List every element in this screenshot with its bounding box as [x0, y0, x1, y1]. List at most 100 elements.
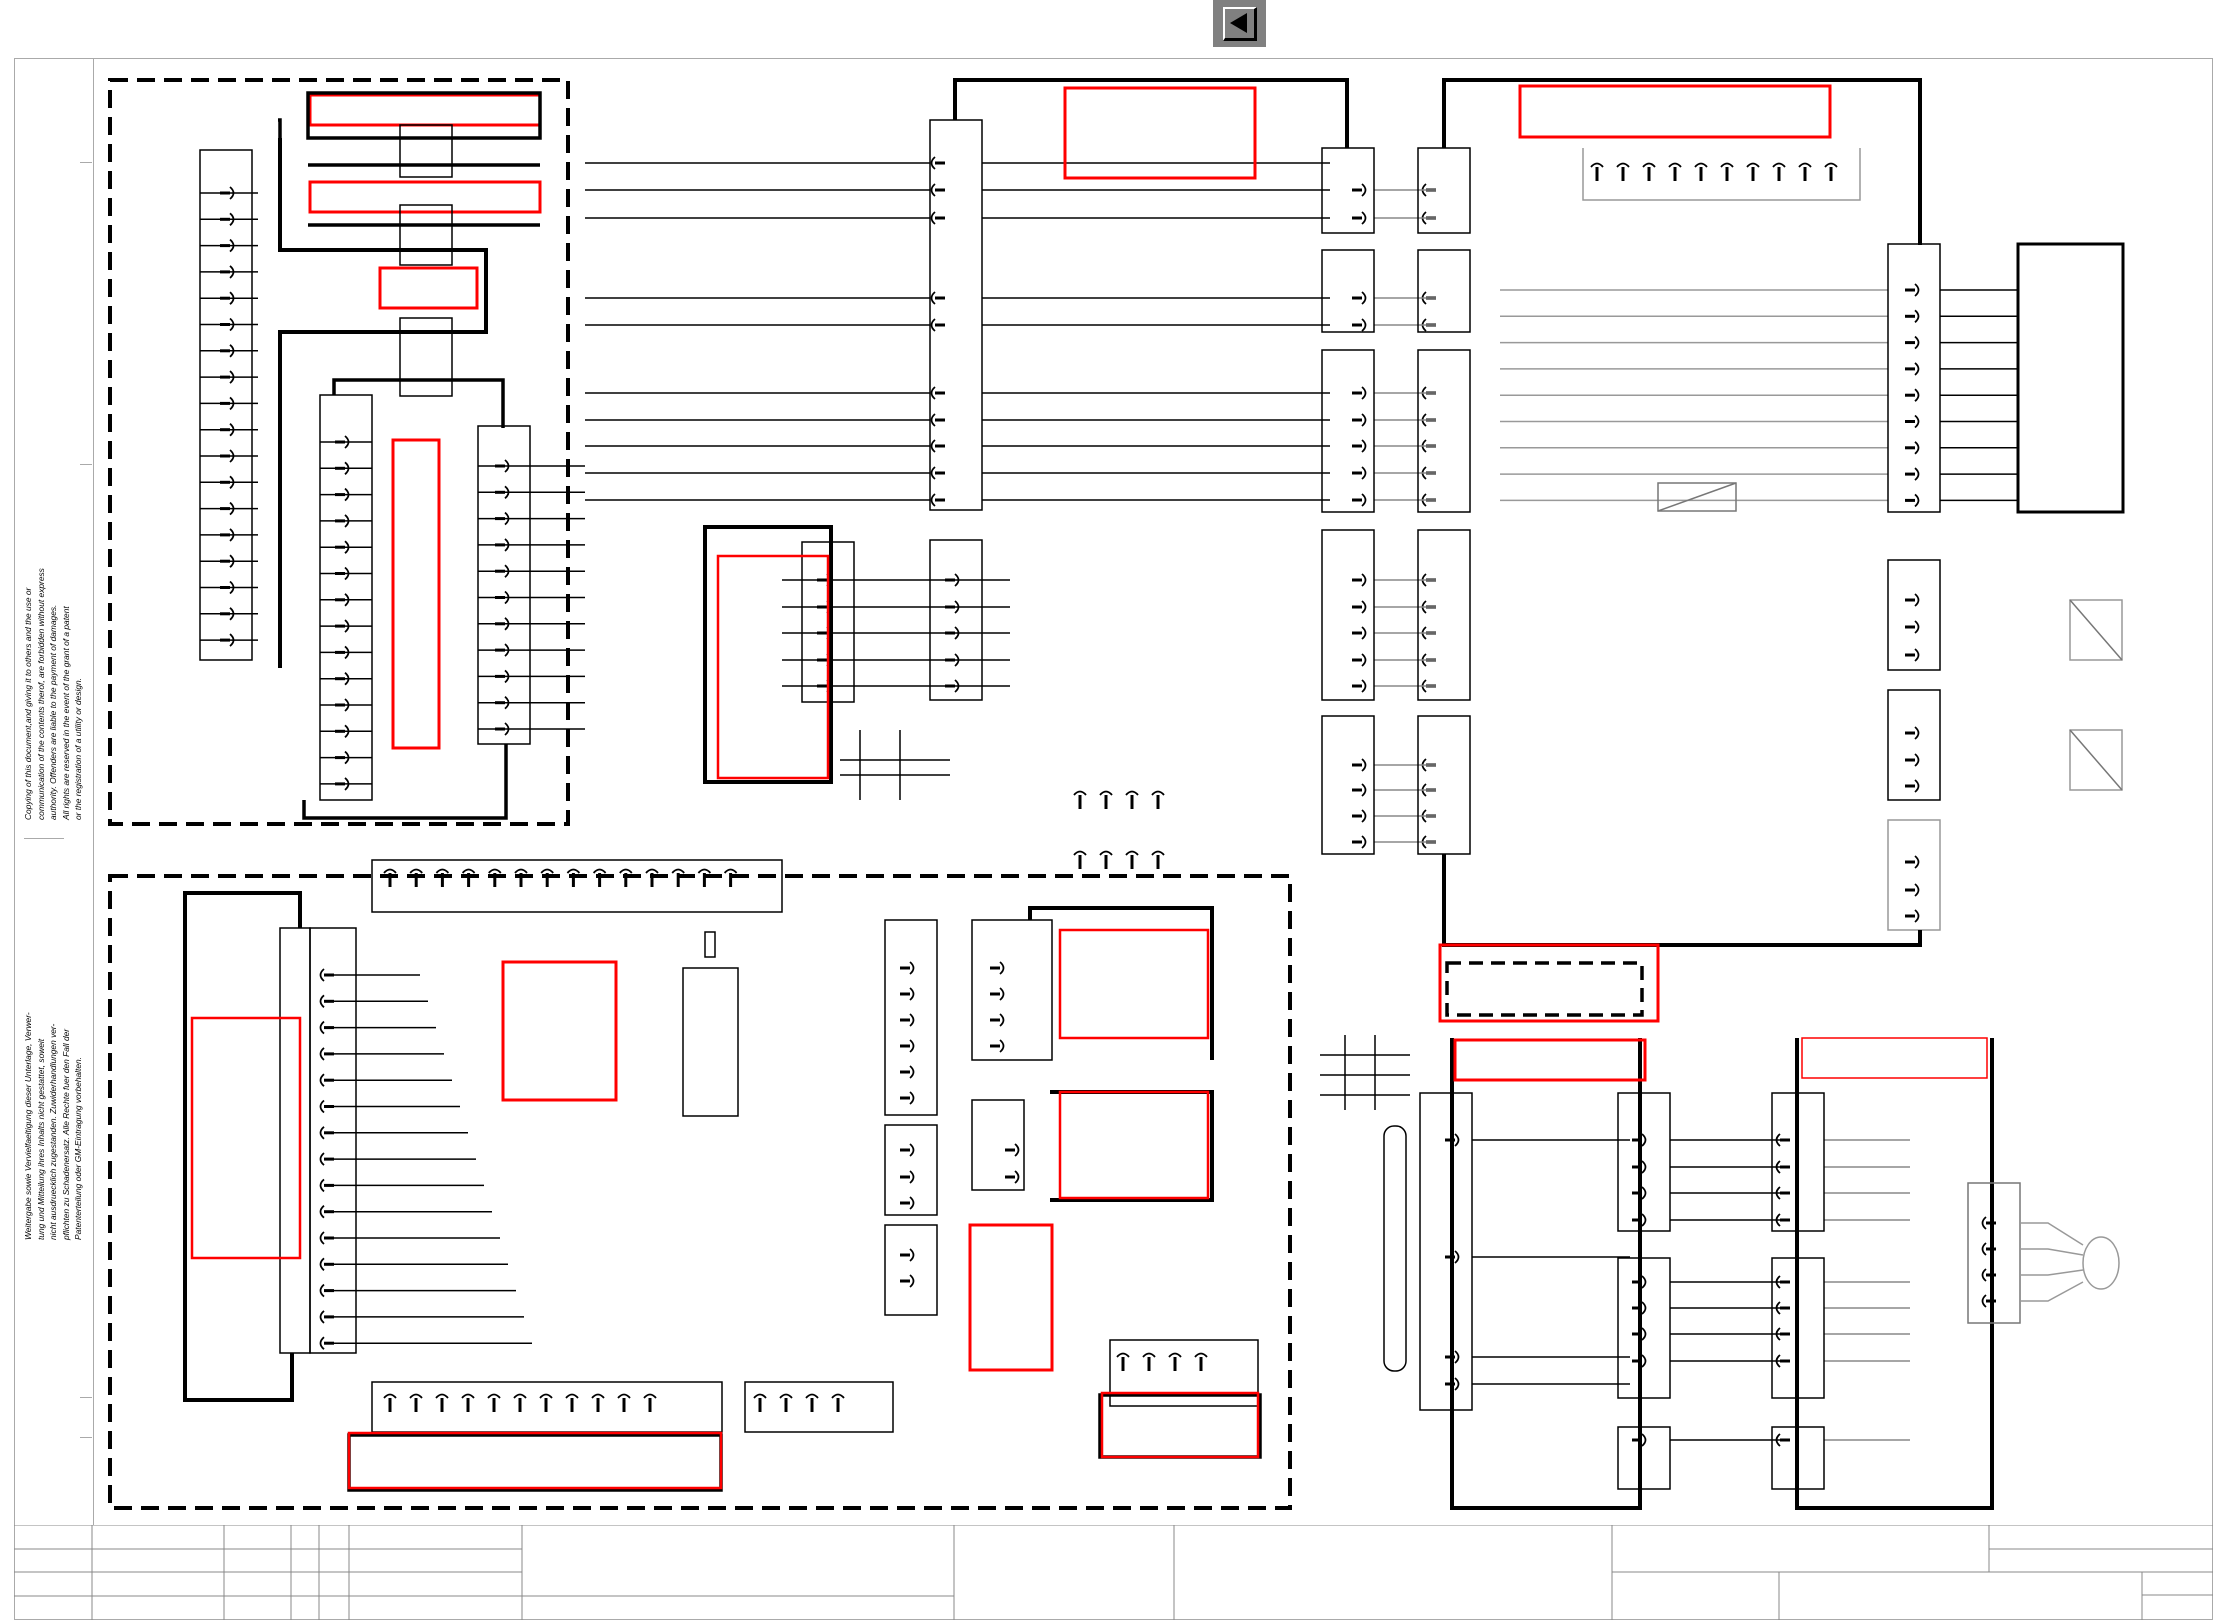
- connector-block: [929, 539, 983, 701]
- terminal-pin: [1194, 1352, 1208, 1371]
- sensor: [2069, 729, 2123, 791]
- terminal-pin: [1772, 162, 1786, 181]
- terminal-pin: [805, 1393, 819, 1412]
- connector-block: [1419, 1092, 1473, 1411]
- terminal-pin: [643, 1393, 657, 1412]
- terminal-pin: [1352, 291, 1367, 305]
- terminal-pin: [1125, 850, 1139, 869]
- terminal-pin: [319, 1231, 334, 1245]
- terminal-pin: [319, 968, 334, 982]
- back-button[interactable]: [1213, 0, 1266, 47]
- terminal-strip: [199, 149, 253, 661]
- terminal-pin: [617, 1393, 631, 1412]
- terminal-pin: [900, 1065, 915, 1079]
- terminal-strip: [477, 425, 531, 745]
- terminal-pin: [753, 1393, 767, 1412]
- connector-block: [929, 119, 983, 511]
- terminal-pin: [1352, 211, 1367, 225]
- motor: [2082, 1236, 2120, 1290]
- terminal-pin: [645, 868, 659, 887]
- terminal-pin: [671, 868, 685, 887]
- highlight-box: [347, 1431, 723, 1490]
- terminal-pin: [930, 318, 945, 332]
- terminal-pin: [1668, 162, 1682, 181]
- terminal-pin: [592, 868, 607, 887]
- terminal-pin: [900, 1248, 915, 1262]
- terminal-pin: [319, 1178, 334, 1193]
- terminal-pin: [900, 961, 915, 975]
- terminal-pin: [1352, 386, 1367, 400]
- terminal-pin: [461, 868, 476, 887]
- terminal-pin: [1116, 1352, 1130, 1371]
- resistor: [1657, 482, 1737, 512]
- terminal-pin: [1352, 835, 1367, 849]
- sub-module: [703, 525, 833, 784]
- highlight-box: [1518, 84, 1832, 139]
- terminal-pin: [1746, 162, 1760, 181]
- highlight-box: [1058, 928, 1210, 1040]
- terminal-pin: [1905, 388, 1920, 402]
- terminal-pin: [900, 987, 915, 1001]
- terminal-pin: [930, 439, 945, 453]
- margin-tick: [80, 162, 92, 163]
- terminal-pin: [930, 291, 945, 305]
- terminal-pin: [487, 1393, 501, 1412]
- terminal-pin: [1616, 162, 1630, 181]
- terminal-pin: [319, 1205, 334, 1219]
- terminal-pin: [1824, 162, 1838, 181]
- title-block: [14, 1525, 2213, 1620]
- terminal-pin: [930, 413, 945, 427]
- terminal-pin: [930, 386, 945, 400]
- terminal-pin: [539, 1393, 553, 1412]
- terminal-pin: [409, 1393, 423, 1412]
- margin-tick: [80, 464, 92, 465]
- terminal-pin: [990, 1013, 1005, 1027]
- highlight-box: [1438, 943, 1660, 1023]
- terminal-pin: [900, 1143, 915, 1157]
- terminal-pin: [1905, 883, 1920, 897]
- terminal-pin: [1352, 653, 1367, 667]
- highlight-box: [1801, 1037, 1988, 1079]
- terminal-pin: [1694, 162, 1708, 181]
- terminal-pin: [900, 1091, 915, 1105]
- terminal-pin: [1125, 790, 1139, 809]
- margin-divider: [24, 838, 64, 839]
- highlight-box: [391, 438, 441, 750]
- connector-strip: [371, 859, 783, 913]
- terminal-pin: [488, 868, 502, 887]
- sensor: [2069, 599, 2123, 661]
- terminal-pin: [1352, 493, 1367, 507]
- terminal-pin: [697, 868, 712, 887]
- terminal-pin: [1352, 318, 1367, 332]
- terminal-pin: [990, 961, 1005, 975]
- drawing-frame: [14, 58, 2213, 1620]
- terminal-pin: [900, 1196, 915, 1210]
- terminal-pin: [900, 1170, 915, 1184]
- terminal-pin: [930, 493, 945, 507]
- terminal-pin: [1352, 466, 1367, 480]
- terminal-pin: [1905, 309, 1920, 323]
- highlight-box: [1063, 86, 1257, 180]
- margin-tick: [80, 1437, 92, 1438]
- terminal-pin: [930, 211, 945, 225]
- terminal-pin: [1099, 790, 1113, 809]
- terminal-pin: [900, 1039, 915, 1053]
- terminal-pin: [319, 994, 334, 1008]
- terminal-pin: [1905, 620, 1920, 634]
- terminal-pin: [1168, 1352, 1182, 1371]
- terminal-pin: [319, 1257, 334, 1271]
- terminal-pin: [1352, 600, 1367, 614]
- terminal-pin: [461, 1393, 475, 1412]
- terminal-pin: [930, 183, 945, 197]
- highlight-box: [190, 1016, 302, 1260]
- terminal-pin: [900, 1013, 915, 1027]
- terminal-pin: [1905, 753, 1920, 767]
- terminal-pin: [319, 1020, 334, 1035]
- terminal-pin: [1905, 283, 1920, 297]
- terminal-pin: [1151, 850, 1165, 869]
- terminal-pin: [930, 466, 945, 480]
- terminal-pin: [383, 1393, 397, 1412]
- terminal-pin: [1905, 335, 1920, 350]
- terminal-pin: [1798, 162, 1812, 181]
- device-box: [2016, 242, 2125, 514]
